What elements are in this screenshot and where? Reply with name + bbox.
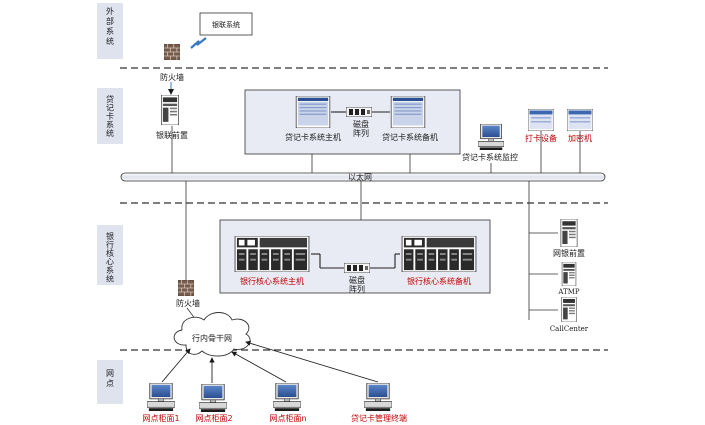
server-icon: [401, 236, 477, 272]
terminal-to-cloud-arrow: [245, 340, 379, 383]
zone-label-branch: 网点: [106, 369, 114, 388]
server-icon: [561, 262, 577, 286]
core-main-label: 银行核心系统主机: [240, 276, 304, 286]
counter1-to-cloud-arrow: [161, 348, 191, 383]
pc-icon: [273, 383, 301, 411]
disk-array-top-label-1: 磁盘: [353, 119, 369, 129]
server-icon: [295, 96, 331, 128]
disk-array-top-label-2: 阵列: [353, 128, 369, 138]
zone-bar-core: [97, 225, 123, 285]
net-bank-front-label: 网银前置: [553, 248, 585, 258]
credit-monitor-label: 贷记卡系统监控: [462, 152, 518, 162]
counter-2-label: 网点柜面2: [195, 413, 232, 423]
zone-labels: 外部系统 贷记卡系统 银行核心系统 网点: [97, 3, 123, 404]
server-icon: [160, 95, 180, 125]
countern-to-cloud-arrow: [231, 351, 287, 383]
firewall-top-label: 防火墙: [160, 72, 184, 82]
zone-bar-external: [97, 3, 123, 59]
pc-icon: [478, 124, 504, 150]
server-icon: [561, 297, 577, 322]
backbone-label: 行内骨干网: [192, 333, 232, 343]
server-icon: [234, 236, 310, 272]
unionpay-system-box: [199, 12, 253, 36]
zone-label-external: 外部系统: [106, 6, 114, 46]
server-icon: [528, 109, 554, 131]
firewall-icon: [164, 44, 180, 60]
unionpay-system-label: 银联系统: [212, 20, 240, 29]
zone-label-core: 银行核心系统: [106, 231, 114, 284]
cloud-icon: [173, 312, 251, 357]
disk-array-core-label-2: 阵列: [349, 284, 365, 294]
server-icon: [560, 219, 578, 247]
zone-label-credit: 贷记卡系统: [106, 94, 114, 138]
atmp-label: ATMP: [557, 288, 580, 296]
lightning-icon: [190, 37, 207, 49]
server-icon: [390, 96, 426, 128]
counter-n-label: 网点柜面n: [269, 413, 306, 423]
call-center-label: CallCenter: [550, 325, 589, 333]
zone-bar-branch: [97, 360, 123, 404]
firewall-icon: [178, 280, 194, 296]
firewall-bottom-label: 防火墙: [176, 298, 200, 308]
pc-icon: [147, 383, 175, 411]
disk-array-core-label-1: 磁盘: [349, 275, 365, 285]
zone-bar-credit: [97, 88, 123, 144]
ethernet-bus: [120, 172, 606, 182]
ethernet-label: 以太网: [348, 172, 372, 182]
counter-1-label: 网点柜面1: [142, 413, 179, 423]
pc-icon: [199, 384, 227, 412]
disk-array-icon: [344, 263, 370, 273]
disk-array-icon: [346, 107, 372, 117]
credit-backup-label: 贷记卡系统备机: [382, 132, 438, 142]
credit-main-label: 贷记卡系统主机: [285, 132, 341, 142]
core-backup-label: 银行核心系统备机: [407, 276, 471, 286]
server-icon: [567, 109, 593, 131]
pc-icon: [364, 383, 392, 411]
credit-terminal-label: 贷记卡管理终端: [351, 413, 407, 423]
